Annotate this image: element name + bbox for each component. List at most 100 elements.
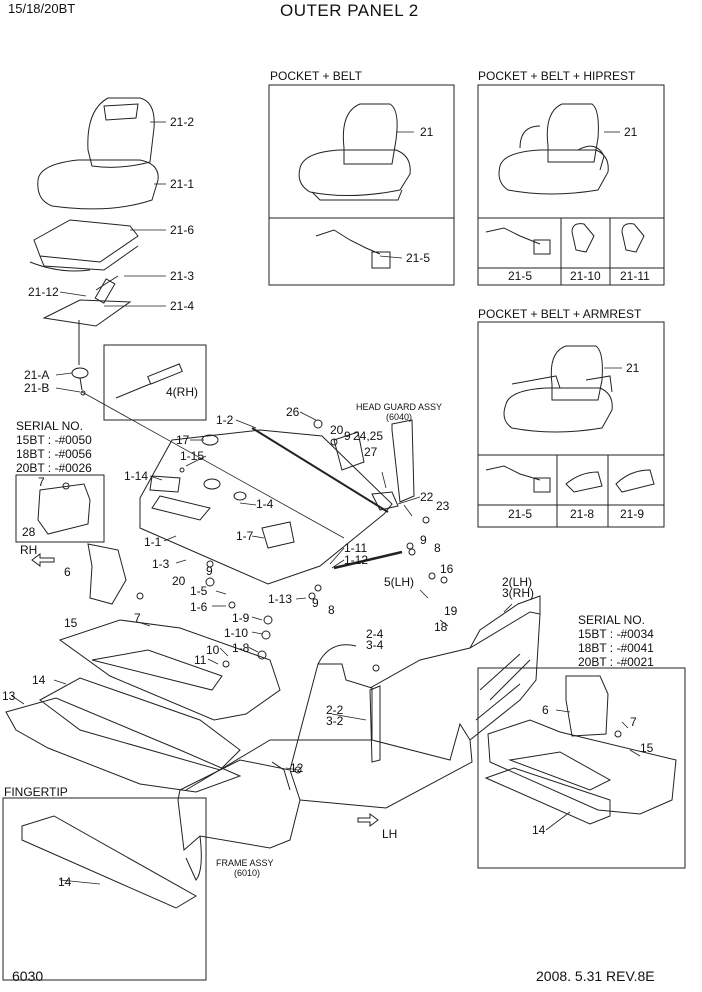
label-21-a: 21-A bbox=[24, 368, 50, 382]
serial-left-line-1: 15BT : -#0050 bbox=[16, 433, 92, 447]
label-5-lh: 5(LH) bbox=[384, 575, 415, 589]
label-3-rh: 3(RH) bbox=[502, 586, 534, 600]
date-revision: 2008. 5.31 REV.8E bbox=[536, 968, 655, 984]
lh-arrow-icon bbox=[357, 813, 379, 827]
serial-right-line-1: 15BT : -#0034 bbox=[578, 627, 654, 641]
gas-spring-box bbox=[103, 344, 207, 421]
leader-lines bbox=[11, 121, 641, 885]
label-option2-21: 21 bbox=[624, 125, 638, 139]
label-1-4: 1-4 bbox=[256, 497, 274, 511]
label-1-1: 1-1 bbox=[144, 535, 162, 549]
label-15-b: 15 bbox=[640, 741, 654, 755]
option-box-hiprest bbox=[477, 84, 665, 286]
label-4-rh: 4(RH) bbox=[166, 385, 198, 399]
label-20-a: 20 bbox=[330, 423, 344, 437]
page-number: 6030 bbox=[12, 968, 44, 984]
seat-backrest bbox=[87, 97, 155, 168]
label-2-2: 2-2 bbox=[326, 703, 344, 717]
label-2-4: 2-4 bbox=[366, 627, 384, 641]
label-14-a: 14 bbox=[32, 673, 46, 687]
option-heading-3: POCKET + BELT + ARMREST bbox=[478, 307, 642, 321]
option-seat-belt-3 bbox=[485, 465, 655, 493]
label-20-b: 20 bbox=[172, 574, 186, 588]
label-9-c: 9 bbox=[206, 564, 213, 578]
label-21-b: 21-B bbox=[24, 381, 50, 395]
label-8-a: 8 bbox=[434, 541, 441, 555]
label-1-11: 1-11 bbox=[344, 541, 368, 555]
label-22: 22 bbox=[420, 490, 434, 504]
label-7-a: 7 bbox=[38, 475, 45, 489]
label-option1-21: 21 bbox=[420, 125, 434, 139]
gas-spring-5lh bbox=[333, 550, 403, 570]
label-1-9: 1-9 bbox=[232, 611, 250, 625]
label-1-7: 1-7 bbox=[236, 529, 254, 543]
label-option2-21-5: 21-5 bbox=[508, 269, 533, 283]
option-seat-belt-2 bbox=[485, 223, 645, 255]
label-option2-21-11: 21-11 bbox=[620, 269, 650, 283]
label-option1-21-5: 21-5 bbox=[406, 251, 431, 265]
label-26: 26 bbox=[286, 405, 300, 419]
label-21-1: 21-1 bbox=[170, 177, 195, 191]
frame-assy-number: (6010) bbox=[234, 868, 261, 878]
label-7-b: 7 bbox=[134, 611, 141, 625]
label-13: 13 bbox=[2, 689, 16, 703]
label-option3-21: 21 bbox=[626, 361, 640, 375]
floor-plate bbox=[139, 429, 393, 585]
label-21-12: 21-12 bbox=[28, 285, 59, 299]
label-28: 28 bbox=[22, 525, 36, 539]
head-guard-assy-label: HEAD GUARD ASSY bbox=[356, 402, 443, 412]
label-6-a: 6 bbox=[64, 565, 71, 579]
label-9-a: 9 bbox=[344, 429, 351, 443]
head-guard-assy-number: (6040) bbox=[386, 412, 413, 422]
cover-13 bbox=[5, 697, 242, 793]
label-9-d: 9 bbox=[312, 596, 319, 610]
option-box-pocket-belt bbox=[268, 84, 455, 286]
label-14-b: 14 bbox=[58, 875, 72, 889]
label-1-14: 1-14 bbox=[124, 469, 149, 483]
label-1-5: 1-5 bbox=[190, 584, 208, 598]
fingertip-label: FINGERTIP bbox=[4, 785, 68, 799]
label-24-25: 24,25 bbox=[353, 429, 384, 443]
label-option3-21-9: 21-9 bbox=[620, 507, 645, 521]
serial-left-line-2: 18BT : -#0056 bbox=[16, 447, 92, 461]
label-21-2: 21-2 bbox=[170, 115, 195, 129]
fingertip-box bbox=[2, 797, 207, 981]
label-rh: RH bbox=[20, 543, 38, 557]
label-2-lh: 2(LH) bbox=[502, 575, 533, 589]
label-7-c: 7 bbox=[630, 715, 637, 729]
option-box-armrest bbox=[477, 321, 665, 528]
seat-frame bbox=[29, 219, 139, 272]
option-seat-belt-1 bbox=[315, 229, 391, 269]
label-1-12: 1-12 bbox=[344, 553, 369, 567]
rod-1-2 bbox=[251, 427, 389, 513]
label-option3-21-8: 21-8 bbox=[570, 507, 595, 521]
label-21-6: 21-6 bbox=[170, 223, 195, 237]
option-heading-2: POCKET + BELT + HIPREST bbox=[478, 69, 636, 83]
label-18: 18 bbox=[434, 620, 448, 634]
label-1-13: 1-13 bbox=[268, 592, 293, 606]
frame-assy-label: FRAME ASSY bbox=[216, 858, 274, 868]
serial-left-line-3: 20BT : -#0026 bbox=[16, 461, 92, 475]
head-guard-strut bbox=[391, 419, 415, 503]
frame-assembly bbox=[177, 595, 541, 881]
label-27: 27 bbox=[364, 445, 378, 459]
label-lh: LH bbox=[382, 827, 398, 841]
floor-mat-14 bbox=[39, 677, 241, 771]
seat-knob bbox=[71, 367, 89, 379]
label-9-b: 9 bbox=[420, 533, 427, 547]
model-number: 15/18/20BT bbox=[8, 1, 76, 16]
seat-cushion bbox=[37, 159, 159, 210]
serial-detail-box-left bbox=[15, 474, 105, 543]
label-19: 19 bbox=[444, 604, 458, 618]
fasteners bbox=[62, 419, 622, 774]
option-seat-1 bbox=[298, 103, 411, 201]
serial-right-line-2: 18BT : -#0041 bbox=[578, 641, 654, 655]
label-3-2: 3-2 bbox=[326, 714, 344, 728]
serial-left-title: SERIAL NO. bbox=[16, 419, 83, 433]
side-cover-6 bbox=[87, 543, 127, 605]
label-1-6: 1-6 bbox=[190, 600, 208, 614]
label-17: 17 bbox=[176, 433, 190, 447]
page-title: OUTER PANEL 2 bbox=[280, 1, 419, 20]
label-15-a: 15 bbox=[64, 616, 78, 630]
